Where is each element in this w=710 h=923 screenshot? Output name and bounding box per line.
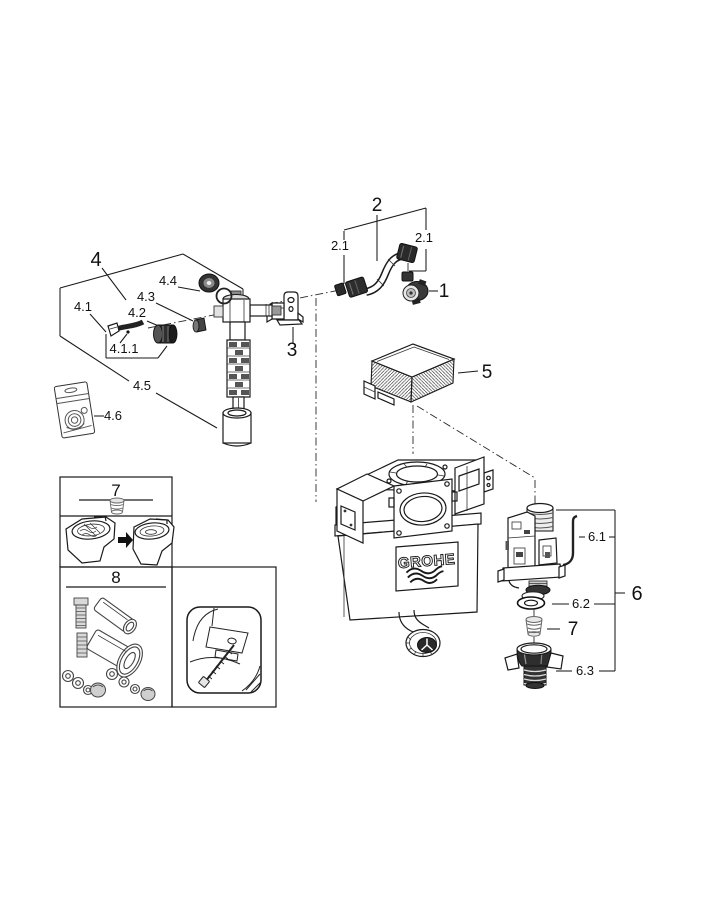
callout-4-2-label: 4.2 (128, 305, 146, 320)
flush-valve-drawing (497, 502, 578, 601)
fill-valve-drawing (213, 290, 282, 411)
grohe-logo: GROHE (397, 550, 456, 584)
pipe-lower-nut (401, 271, 414, 282)
callout-2-1-left-label: 2.1 (331, 238, 349, 253)
callout-6-3-label: 6.3 (576, 663, 594, 678)
toilet-before-drawing (65, 515, 116, 564)
kit-box-7-header: 7 (111, 481, 120, 500)
install-sketch (189, 607, 262, 693)
cone-seal-drawing (192, 317, 207, 333)
pipe-left-fitting (345, 276, 369, 298)
callout-4-6-label: 4.6 (104, 408, 122, 423)
pipe-elbow-fitting (396, 242, 418, 264)
kit-box-8-header: 8 (111, 568, 120, 587)
logo-panel (395, 541, 459, 592)
union-nut-drawing (153, 324, 178, 344)
spare-parts-bag-drawing (53, 381, 96, 439)
callout-2-1-right-label: 2.1 (415, 230, 433, 245)
cistern-outlet-drawing (398, 609, 441, 658)
callout-4-3-label: 4.3 (137, 289, 155, 304)
cistern-drawing: GROHE (334, 456, 494, 658)
pipe-left-nut (334, 282, 347, 297)
telescope-tube-drawing (222, 407, 252, 447)
outlet-pipe-drawing (86, 629, 143, 678)
grommet-drawing (198, 273, 220, 293)
kit-box-8 (59, 566, 173, 708)
install-detail-panel (171, 566, 277, 708)
cistern-front-opening (399, 492, 447, 526)
flush-washer-drawing (516, 596, 546, 610)
callout-5-label: 5 (482, 362, 493, 383)
fixing-washers-drawing (61, 667, 156, 701)
callout-6-1-label: 6.1 (588, 529, 606, 544)
callout-6-2-label: 6.2 (572, 596, 590, 611)
callout-6-label: 6 (631, 583, 642, 605)
flush-pipe-drawing (93, 597, 137, 635)
callout-4-1-1-label: 4.1.1 (110, 341, 139, 356)
callout-4-label: 4 (90, 249, 101, 271)
angle-valve-drawing (402, 279, 429, 305)
filter-insert-drawing (525, 616, 543, 637)
callout-1-label: 1 (439, 281, 450, 302)
callout-3-label: 3 (287, 340, 298, 361)
o-ring-drawing (215, 287, 233, 305)
leader-lines (59, 207, 625, 672)
inlet-pipe-drawing (334, 242, 418, 298)
callout-7-label: 7 (568, 619, 579, 640)
callout-4-5-label: 4.5 (133, 378, 151, 393)
kit-box-7 (59, 476, 175, 568)
callout-labels: 1 2 2.1 2.1 3 4 4.1 4.1.1 4.2 4.3 4.4 4.… (74, 195, 643, 678)
callout-4-4-label: 4.4 (159, 273, 177, 288)
toilet-after-drawing (132, 518, 175, 566)
callout-2-label: 2 (372, 195, 383, 216)
protection-box-drawing (363, 343, 456, 406)
valve-seat-drawing (504, 642, 564, 689)
filter-icon (109, 497, 125, 515)
float-lever-drawing (107, 319, 145, 337)
callout-4-1-label: 4.1 (74, 299, 92, 314)
arrow-icon (118, 532, 133, 548)
threaded-stud-drawing (73, 597, 89, 658)
flush-valve-rod (562, 514, 578, 567)
